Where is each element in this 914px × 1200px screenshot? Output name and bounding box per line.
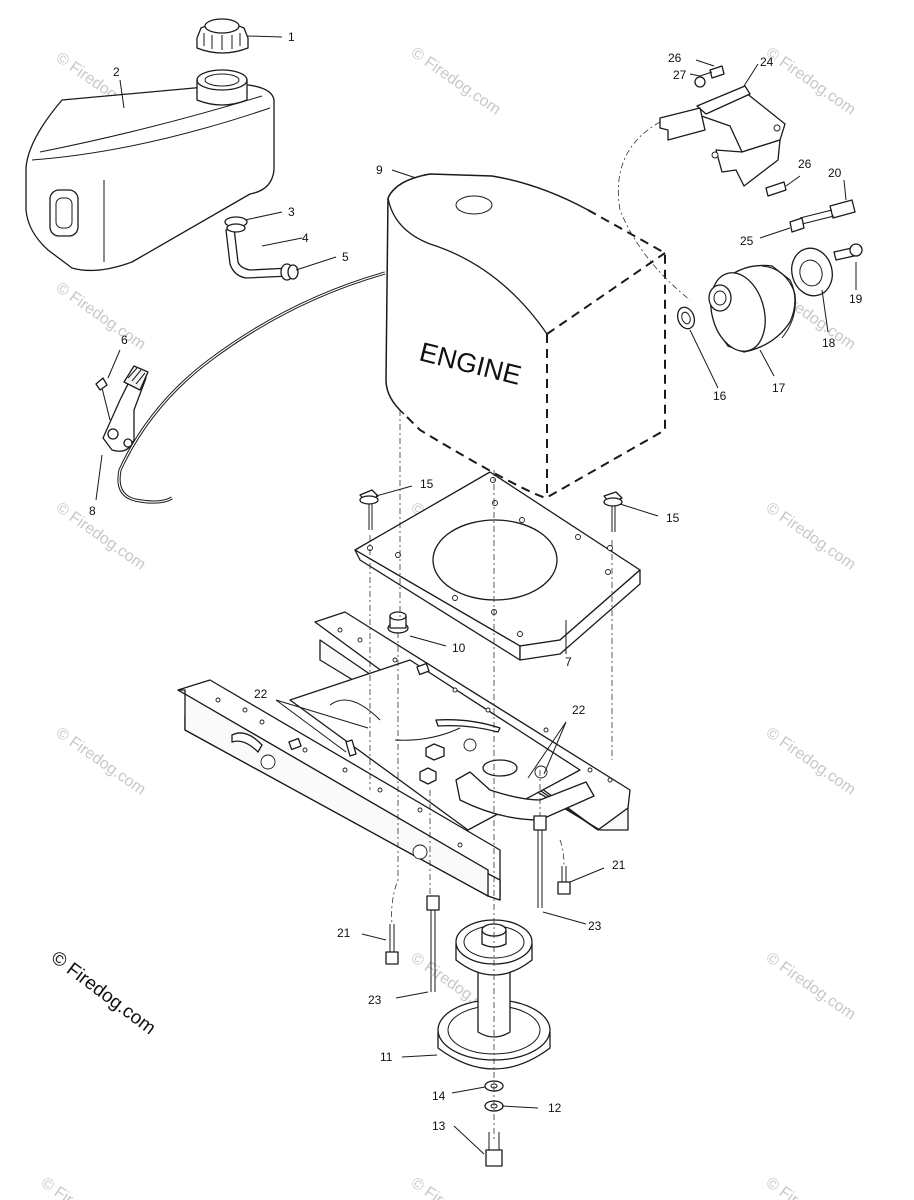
watermark: © Firedog.com <box>53 279 149 353</box>
callout-6: 6 <box>121 333 128 347</box>
callout-1: 1 <box>288 30 295 44</box>
mount-bolt <box>359 489 379 530</box>
callout-5: 5 <box>342 250 349 264</box>
throttle-control <box>95 365 149 452</box>
callout-9: 9 <box>376 163 383 177</box>
callout-24: 24 <box>760 55 774 69</box>
callout-3: 3 <box>288 205 295 219</box>
callout-19: 19 <box>849 292 863 306</box>
callout-26: 26 <box>798 157 812 171</box>
callout-21: 21 <box>337 926 351 940</box>
callout-13: 13 <box>432 1119 446 1133</box>
watermark: © Firedog.com <box>763 724 859 798</box>
fuel-cap <box>196 18 249 54</box>
callout-15: 15 <box>666 511 680 525</box>
engine-mount-plate <box>354 471 641 661</box>
callout-26: 26 <box>668 51 682 65</box>
fuel-tank <box>25 69 275 272</box>
exhaust-gasket <box>676 306 696 330</box>
callout-7: 7 <box>565 655 572 669</box>
muffler-bracket <box>617 85 786 301</box>
callout-10: 10 <box>452 641 466 655</box>
callout-14: 14 <box>432 1089 446 1103</box>
short-bolt <box>385 866 571 965</box>
callout-20: 20 <box>828 166 842 180</box>
callout-21: 21 <box>612 858 626 872</box>
mount-bolt <box>603 491 623 532</box>
callout-22: 22 <box>572 703 586 717</box>
watermark: © Firedog.com <box>763 44 859 118</box>
tractor-frame <box>177 611 631 901</box>
watermark: © Firedog.com <box>53 724 149 798</box>
callout-15: 15 <box>420 477 434 491</box>
assembly-lines <box>369 410 613 1140</box>
callout-17: 17 <box>772 381 786 395</box>
watermark: © Firedog.com <box>763 1174 859 1200</box>
callout-8: 8 <box>89 504 96 518</box>
muffler-hardware <box>694 65 863 261</box>
watermark: © Firedog.com <box>408 44 504 118</box>
watermark: © Firedog.com <box>53 499 149 573</box>
callout-16: 16 <box>713 389 727 403</box>
hex-nut <box>419 743 445 785</box>
watermark: © Firedog.com <box>408 1174 504 1200</box>
engine: ENGINE <box>385 173 666 500</box>
callout-25: 25 <box>740 234 754 248</box>
watermark: © Firedog.com <box>763 499 859 573</box>
callout-23: 23 <box>368 993 382 1007</box>
copyright-text: © Firedog.com <box>47 947 159 1039</box>
callout-27: 27 <box>673 68 687 82</box>
callout-labels: 1 2 3 4 5 6 7 8 9 10 11 12 13 14 15 15 1… <box>89 30 863 1133</box>
callout-22: 22 <box>254 687 268 701</box>
callout-23: 23 <box>588 919 602 933</box>
flange-nut <box>387 611 409 634</box>
callout-4: 4 <box>302 231 309 245</box>
watermark: © Firedog.com <box>38 1174 134 1200</box>
muffler-gasket <box>791 247 833 297</box>
callout-11: 11 <box>380 1050 393 1064</box>
watermark: © Firedog.com <box>763 949 859 1023</box>
callout-18: 18 <box>822 336 836 350</box>
leader-lines <box>95 35 857 1155</box>
fuel-line <box>224 216 299 281</box>
callout-12: 12 <box>548 1101 562 1115</box>
long-bolt <box>426 815 547 992</box>
muffler <box>708 264 796 353</box>
callout-2: 2 <box>113 65 120 79</box>
